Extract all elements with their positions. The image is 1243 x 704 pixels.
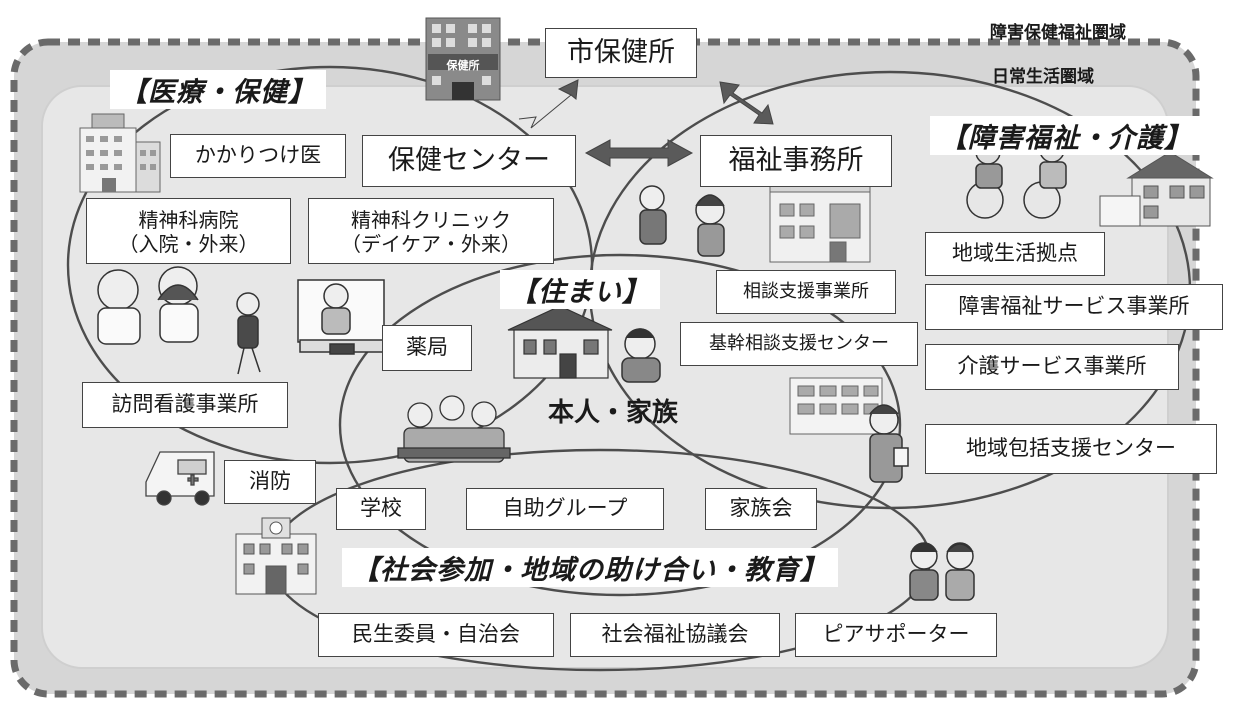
self-help-group-icon: [397, 395, 511, 463]
node-psych-clinic-line1: 精神科クリニック: [351, 208, 511, 232]
node-psych-clinic: 精神科クリニック （デイケア・外来）: [308, 198, 554, 264]
node-peer-supporter: ピアサポーター: [795, 613, 997, 657]
node-psych-hospital-line1: 精神科病院: [138, 208, 239, 232]
node-pharmacy: 薬局: [382, 325, 472, 371]
category-welfare: 【障害福祉・介護】: [930, 116, 1202, 155]
care-staff-icon: [869, 404, 909, 483]
node-school: 学校: [336, 488, 426, 530]
category-housing: 【住まい】: [500, 270, 660, 309]
node-family-association: 家族会: [705, 488, 817, 530]
care-facility-icon: [1099, 151, 1214, 227]
node-visiting-nursing: 訪問看護事業所: [82, 382, 288, 428]
pharmacist-icon: [297, 279, 391, 355]
peer-supporters-icon: [909, 542, 975, 601]
node-consultation-office: 相談支援事業所: [716, 270, 896, 314]
office-building-icon: [769, 181, 871, 263]
arrow-left-diagonal: [518, 79, 579, 129]
arrow-right-diagonal: [719, 81, 774, 125]
health-office-building-icon: [425, 17, 501, 101]
node-fire-dept: 消防: [224, 460, 316, 504]
health-office-sign: 保健所: [446, 59, 480, 72]
node-welfare-commissioner: 民生委員・自治会: [318, 613, 554, 657]
outer-area-label: 障害保健福祉圏域: [990, 23, 1126, 43]
node-social-welfare-council: 社会福祉協議会: [570, 613, 780, 657]
walking-man-icon: [236, 292, 261, 375]
center-label-person-family: 本人・家族: [548, 398, 679, 428]
node-regional-base: 地域生活拠点: [925, 232, 1105, 276]
node-comprehensive-center: 地域包括支援センター: [925, 424, 1217, 474]
apartment-icon: [789, 377, 883, 435]
node-family-doctor: かかりつけ医: [170, 134, 346, 178]
housing-ellipse: [338, 253, 902, 597]
node-psych-hospital-line2: （入院・外来）: [118, 232, 259, 256]
family-member-icon: [621, 328, 661, 383]
node-psych-clinic-line2: （デイケア・外来）: [341, 232, 521, 256]
inner-area-label: 日常生活圏域: [992, 67, 1094, 87]
doctor-nurse-icon: [97, 266, 199, 345]
school-icon: [235, 517, 317, 595]
arrow-horizontal: [584, 139, 694, 167]
node-core-consultation: 基幹相談支援センター: [680, 322, 918, 366]
node-psych-hospital: 精神科病院 （入院・外来）: [86, 198, 291, 264]
node-self-help-group: 自助グループ: [466, 488, 664, 530]
ambulance-icon: [145, 451, 215, 506]
node-city-health-office: 市保健所: [545, 28, 697, 78]
category-community: 【社会参加・地域の助け合い・教育】: [342, 548, 838, 587]
shoppers-icon: [639, 185, 725, 257]
node-welfare-office: 福祉事務所: [700, 135, 892, 187]
category-medical: 【医療・保健】: [110, 70, 326, 109]
node-care-service: 介護サービス事業所: [925, 344, 1179, 390]
hospital-icon: [79, 113, 161, 193]
node-health-center: 保健センター: [362, 135, 576, 187]
house-icon: [507, 305, 613, 379]
node-disability-service: 障害福祉サービス事業所: [925, 284, 1223, 330]
